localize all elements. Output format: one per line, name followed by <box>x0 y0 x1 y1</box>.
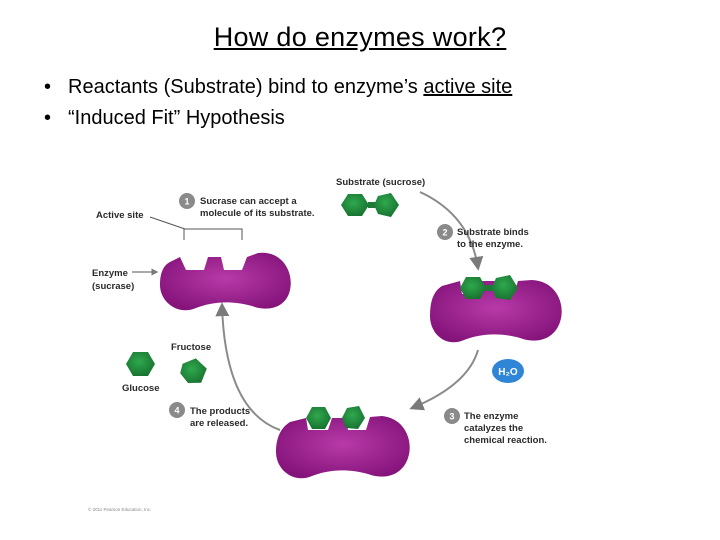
glucose-released <box>126 352 155 376</box>
glucose-product-in-site <box>306 407 331 429</box>
water-label: H₂O <box>498 367 518 378</box>
step-2-number: 2 <box>442 228 447 238</box>
step-4-text-line2: are released. <box>190 418 248 429</box>
step-1-number: 1 <box>184 197 189 207</box>
substrate-sucrose <box>341 193 399 217</box>
step-3-text-line3: chemical reaction. <box>464 435 547 446</box>
step-3-text-line2: catalyzes the <box>464 423 523 434</box>
active-site-label: Active site <box>96 210 144 221</box>
step-3-text-line1: The enzyme <box>464 411 518 422</box>
enzyme-1 <box>160 253 291 311</box>
fructose-released <box>178 357 209 386</box>
fructose-product-in-site <box>342 406 365 429</box>
fructose-label: Fructose <box>171 342 211 353</box>
step-2-text-line2: to the enzyme. <box>457 239 523 250</box>
enzyme-label-line1: Enzyme <box>92 268 128 279</box>
step-3-number: 3 <box>449 412 454 422</box>
substrate-label: Substrate (sucrose) <box>336 177 425 188</box>
step-2-text-line1: Substrate binds <box>457 227 529 238</box>
enzyme-3 <box>276 416 410 478</box>
copyright-note: © 2011 Pearson Education, Inc. <box>88 506 151 512</box>
step-4-number: 4 <box>174 406 179 416</box>
enzyme-label-line2: (sucrase) <box>92 281 134 292</box>
step-4-text-line1: The products <box>190 406 250 417</box>
fructose-unit-free <box>374 193 399 217</box>
step-1-text-line2: molecule of its substrate. <box>200 208 315 219</box>
active-site-bracket <box>184 229 242 240</box>
active-site-leader <box>150 217 185 229</box>
step-1-text-line1: Sucrase can accept a <box>200 196 297 207</box>
glucose-label: Glucose <box>122 383 160 394</box>
cycle-arrow-2-3 <box>412 350 478 408</box>
glucose-unit-free <box>341 194 369 216</box>
